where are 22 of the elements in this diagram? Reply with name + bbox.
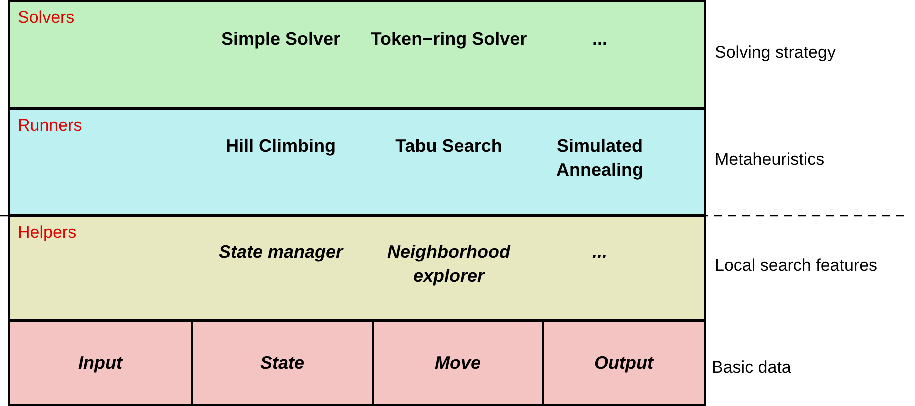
component-label: Simulated Annealing [555, 135, 644, 182]
layer-caption: Basic data [712, 358, 792, 378]
layer-title: Solvers [18, 8, 75, 28]
layer-title: Helpers [18, 223, 77, 243]
component-label: Token−ring Solver [370, 28, 528, 50]
layer-caption: Metaheuristics [715, 150, 825, 170]
layer-title: Runners [18, 116, 82, 136]
layer-band [8, 215, 706, 321]
data-cell: Input [8, 320, 193, 406]
component-label: ... [591, 241, 608, 264]
data-cell: State [191, 320, 374, 406]
layer-caption: Solving strategy [715, 42, 836, 62]
data-cell: Move [372, 320, 544, 406]
layer-caption: Local search features [715, 256, 878, 276]
component-label: Tabu Search [394, 135, 504, 158]
layer-band [8, 0, 706, 109]
component-label: Hill Climbing [225, 135, 337, 158]
component-label: Neighborhood explorer [386, 241, 512, 288]
component-label: Simple Solver [220, 28, 342, 50]
layer-band [8, 108, 706, 216]
data-cell: Output [542, 320, 706, 406]
component-label: State manager [218, 241, 345, 264]
